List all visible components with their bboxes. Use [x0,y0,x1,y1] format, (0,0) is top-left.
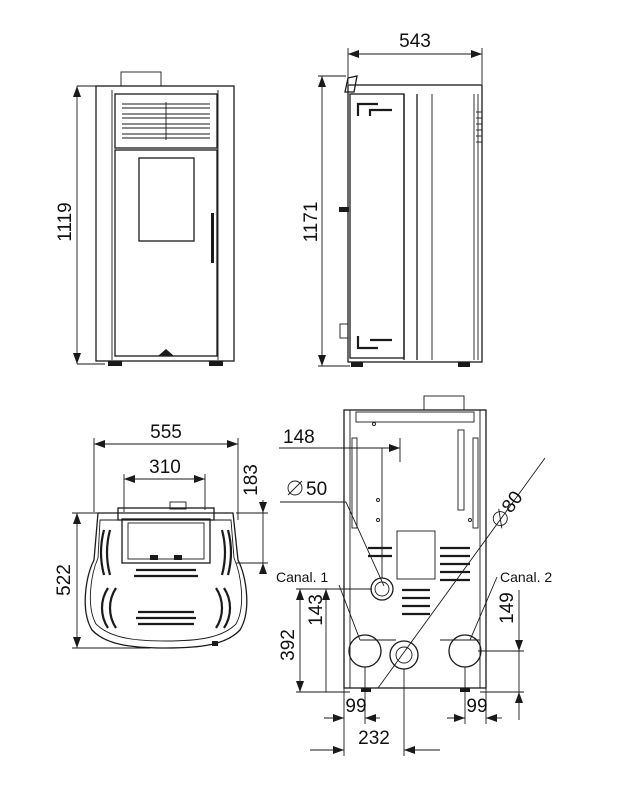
front-foot-left [108,361,122,366]
canal-1-label: Canal. 1 [276,569,328,585]
dim-392: 392 [278,588,350,693]
side-handle [339,207,349,212]
top-flue-plate [117,507,215,521]
diameter-50-label: 50 [306,479,327,500]
front-logo [158,349,174,356]
dim-183: 183 [236,464,268,574]
door-handle [211,213,214,263]
height-392-label: 392 [278,629,299,661]
diameter-80-label: 80 [498,487,527,516]
side-bracket-top [356,102,378,116]
dim-149: 149 [478,590,524,720]
bottom-99-left-label: 99 [345,696,366,717]
dim-1171: 1171 [301,75,350,367]
height-1119-label: 1119 [55,202,76,241]
front-door [114,149,218,357]
side-body-outline [347,84,483,363]
dim-1119: 1119 [55,85,105,365]
width-310-label: 310 [149,457,181,478]
side-view: 543 1171 [301,31,483,367]
front-view: 1119 [55,71,235,366]
side-foot-right [458,362,470,367]
top-body-outline [84,512,248,649]
pipe-80 [389,640,419,670]
dim-522: 522 [54,512,150,649]
height-149-label: 149 [497,592,518,624]
width-555-label: 555 [150,422,182,443]
dim-148: 148 [279,427,401,578]
dim-543: 543 [347,31,483,84]
side-flue [344,75,358,93]
height-1171-label: 1171 [301,202,322,243]
dim-99-right: 99 [447,667,502,724]
canal-2-label: Canal. 2 [500,569,552,585]
dim-50: 50 [280,479,385,587]
dim-555: 555 [93,422,239,520]
offset-148-label: 148 [283,427,315,448]
offset-183-label: 183 [241,464,262,496]
side-foot-left [351,362,363,367]
rear-vertical-slots [351,429,479,529]
top-vents [99,529,233,629]
front-vent-grille [114,93,218,149]
top-view: 555 310 183 522 [54,422,268,649]
bottom-232-label: 232 [358,728,390,749]
side-door-panel [349,93,405,359]
rear-body-outline [343,409,487,689]
rear-view: 148 50 80 Canal. 1 Canal. 2 [276,395,552,756]
depth-522-label: 522 [54,564,75,596]
side-connector [339,323,349,339]
front-foot-right [209,361,223,366]
side-bracket-bottom [356,336,378,350]
dim-232: 232 [310,669,440,756]
height-143-label: 143 [306,594,327,626]
top-hopper [121,518,211,564]
dim-99-left: 99 [324,667,380,724]
rear-flue-top [423,395,465,411]
flue-outlet-top [120,71,162,87]
side-back-vents [476,111,482,143]
dim-143: 143 [306,588,372,692]
grille-slots [122,102,210,140]
front-body-outline [95,85,235,362]
bottom-99-right-label: 99 [466,696,487,717]
width-543-label: 543 [399,31,431,52]
rear-horizontal-slots [368,546,470,616]
front-window [138,157,195,242]
dim-310: 310 [123,457,206,512]
rear-plate [396,530,436,580]
canal-labels: Canal. 1 Canal. 2 [276,569,552,641]
